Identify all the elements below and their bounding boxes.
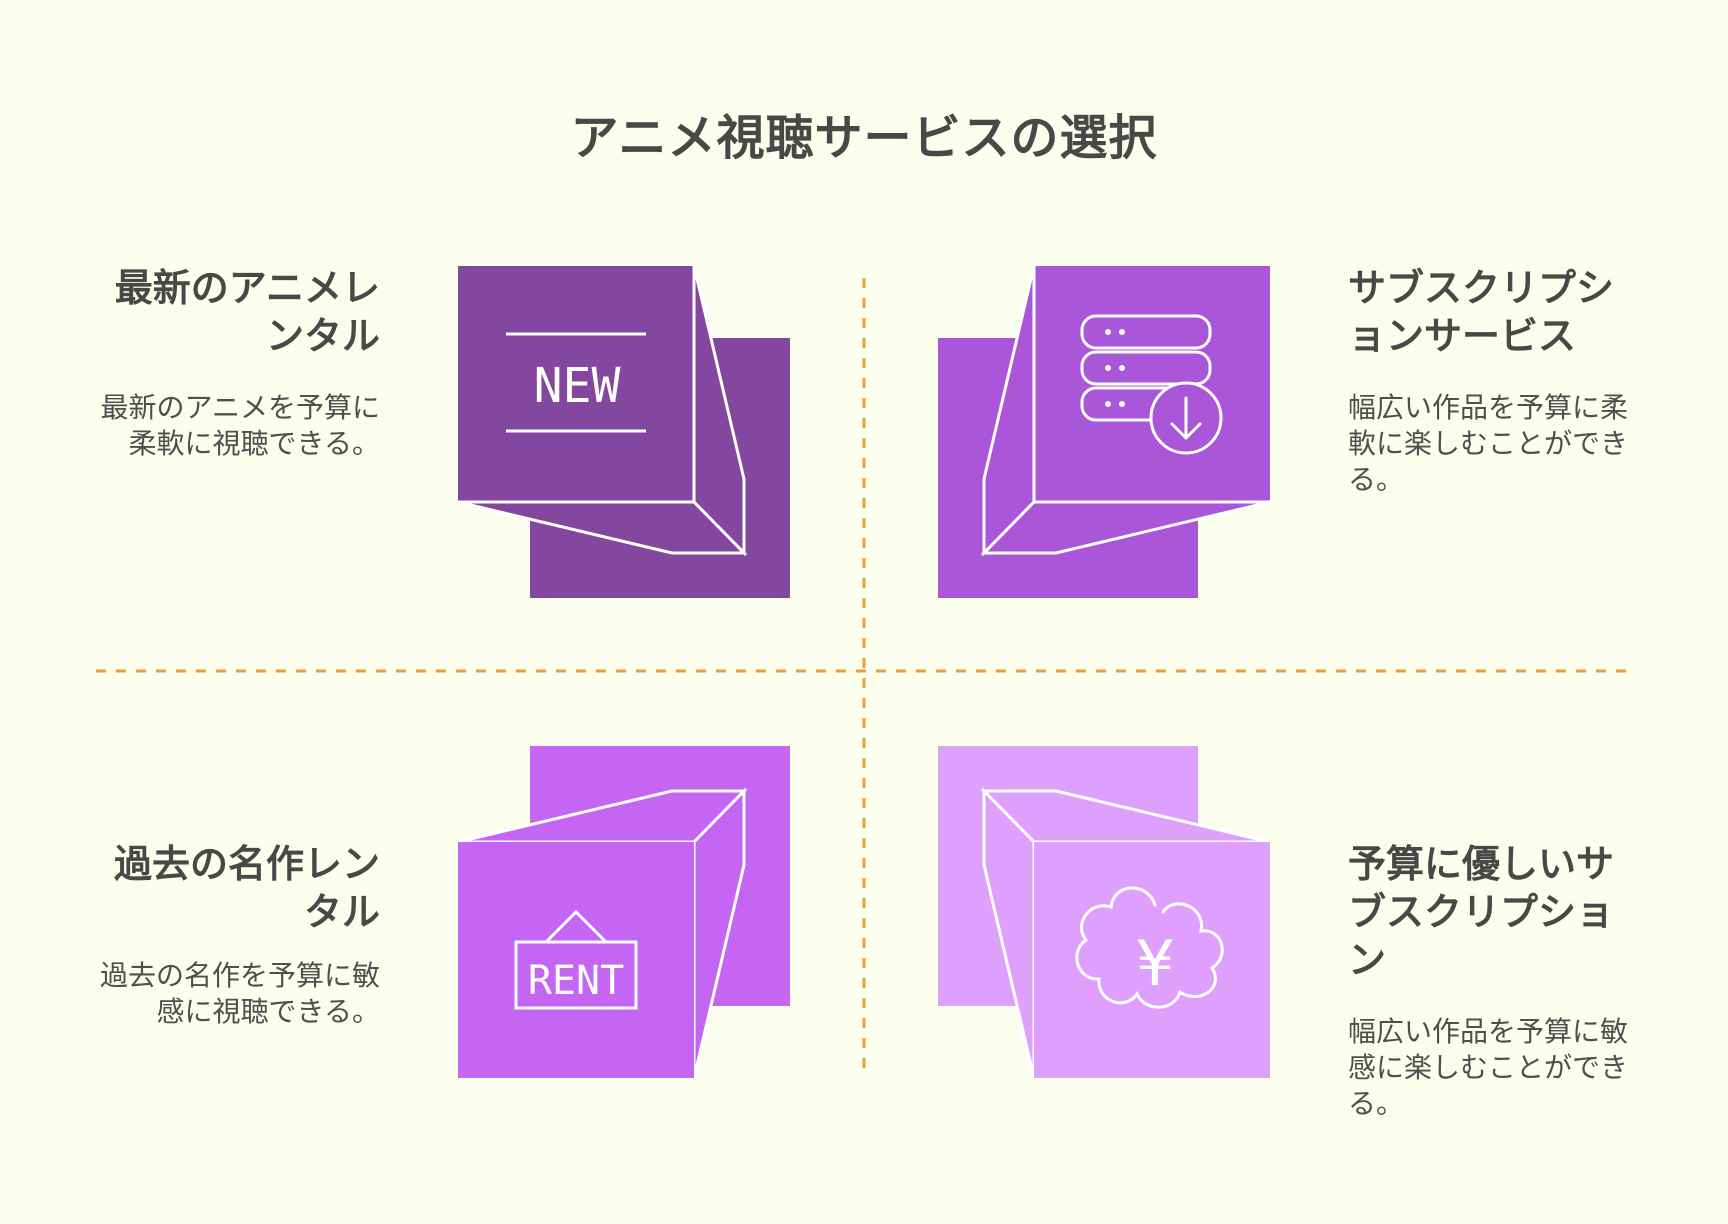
front-panel [1034,842,1270,1078]
yen-cloud-icon: ¥ [1075,886,1224,1009]
classic-rental-block: RENT [457,746,790,1079]
description-subscription: 幅広い作品を予算に柔軟に楽しむことができる。 [1348,391,1629,496]
heading-subscription: サブスクリプションサービス [1348,266,1615,358]
bottom-face [457,500,748,555]
page-title: アニメ視聴サービスの選択 [570,110,1158,166]
new-sign-icon: NEW [534,358,621,414]
heading-classic-rental: 過去の名作レンタル [113,842,380,934]
new-rental-block: NEW [457,265,790,598]
rent-sign-icon: RENT [514,909,638,1010]
svg-text:¥: ¥ [1136,927,1173,1000]
front-panel [458,842,694,1078]
server-download-icon [1080,314,1223,455]
description-classic-rental: 過去の名作を予算に敏感に視聴できる。 [100,959,381,1028]
subscription-block [938,265,1271,598]
heading-new-rental: 最新のアニメレンタル [114,266,380,358]
description-budget-subscription: 幅広い作品を予算に敏感に楽しむことができる。 [1348,1015,1629,1120]
budget-subscription-block: ¥ [938,746,1271,1079]
heading-budget-subscription: 予算に優しいサブスクリプション [1348,842,1615,982]
bottom-face [980,500,1271,555]
svg-text:RENT: RENT [528,958,624,1004]
front-panel [458,266,694,502]
description-new-rental: 最新のアニメを予算に柔軟に視聴できる。 [100,391,380,460]
